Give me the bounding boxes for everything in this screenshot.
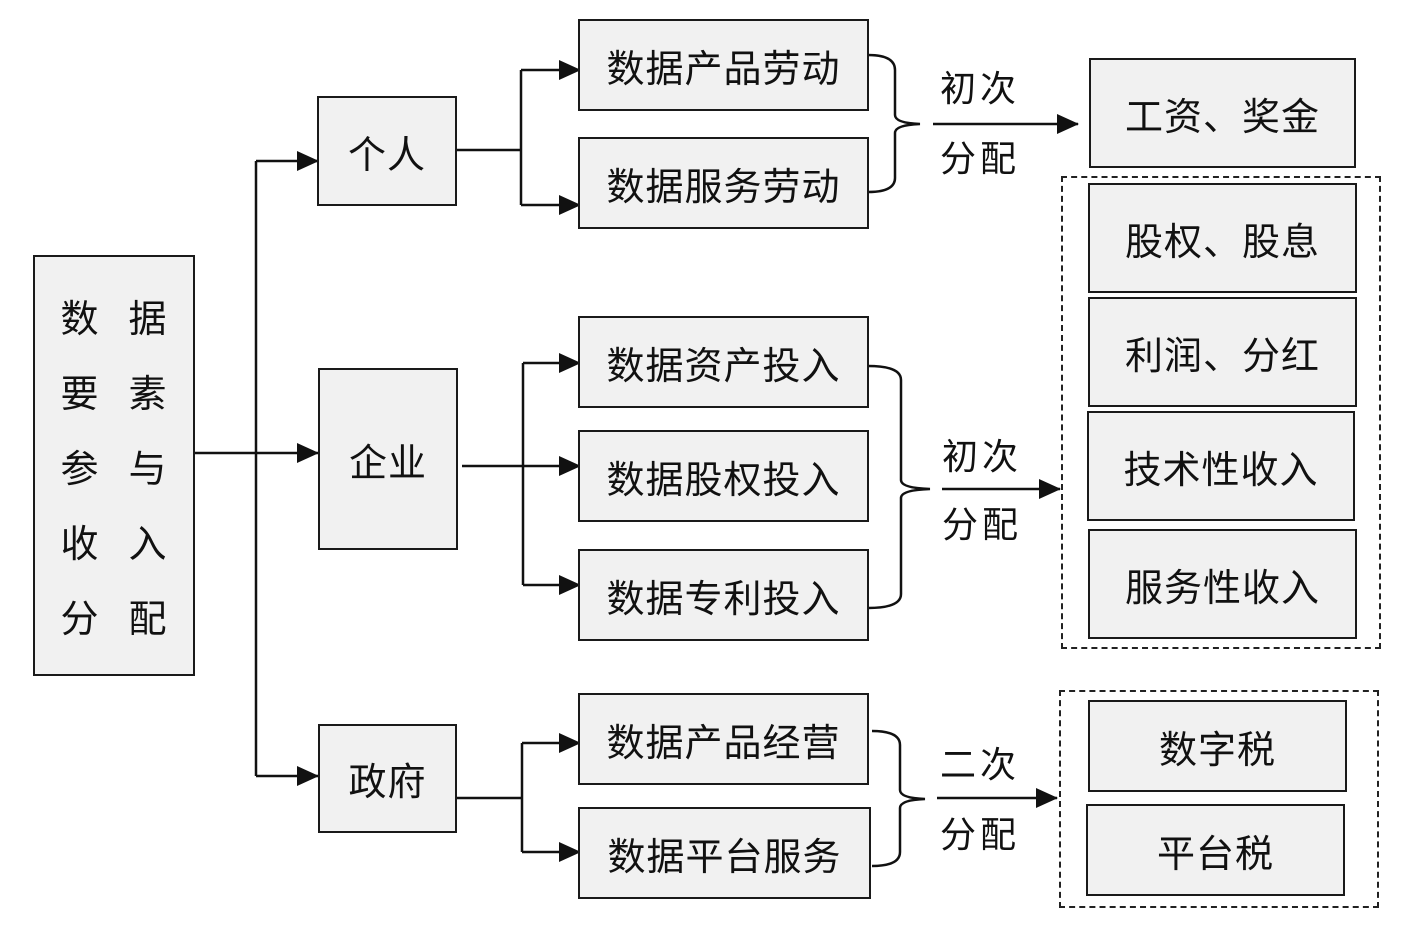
outcome-box: 技术性收入	[1087, 411, 1355, 521]
root-char: 数	[60, 297, 100, 341]
input-box: 数据股权投入	[578, 430, 869, 522]
root-char: 配	[128, 597, 168, 641]
root-char: 与	[128, 447, 168, 491]
actor-government: 政府	[318, 724, 457, 833]
distribution-label-bottom: 分配	[940, 139, 1021, 180]
distribution-label-top: 初次	[940, 69, 1021, 110]
government-branch	[457, 743, 524, 852]
root-char: 参	[60, 447, 100, 491]
outcome-box: 利润、分红	[1088, 297, 1357, 407]
distribution-label-bottom: 分配	[940, 815, 1021, 856]
outcome-box: 数字税	[1088, 700, 1347, 792]
input-box: 数据服务劳动	[578, 137, 869, 229]
individual-branch	[457, 70, 523, 205]
outcome-box: 平台税	[1086, 804, 1345, 896]
government-outcome-group	[1059, 690, 1379, 908]
input-box: 数据专利投入	[578, 549, 869, 641]
root-char: 要	[60, 372, 100, 416]
distribution-label-bottom: 分配	[942, 505, 1023, 546]
root-char: 入	[128, 522, 168, 566]
outcome-box: 工资、奖金	[1089, 58, 1356, 168]
distribution-label-top: 二次	[940, 745, 1021, 786]
input-box: 数据资产投入	[578, 316, 869, 408]
input-box: 数据产品劳动	[578, 19, 869, 111]
enterprise-branch	[462, 363, 525, 585]
actor-individual: 个人	[317, 96, 457, 206]
input-box: 数据平台服务	[578, 807, 871, 899]
brace-government	[871, 729, 926, 868]
actor-enterprise: 企业	[318, 368, 458, 550]
enterprise-outcome-group	[1061, 176, 1381, 649]
root-char: 分	[60, 597, 100, 641]
root-char: 收	[60, 522, 100, 566]
input-box: 数据产品经营	[578, 693, 869, 785]
outcome-box: 服务性收入	[1088, 529, 1357, 639]
root-char: 据	[128, 297, 168, 341]
root-box: 数 据 要 素 参 与 收 入 分 配	[33, 255, 195, 676]
root-char: 素	[128, 372, 168, 416]
brace-enterprise	[867, 364, 931, 610]
outcome-box: 股权、股息	[1088, 183, 1357, 293]
root-text: 数 据 要 素 参 与 收 入 分 配	[46, 278, 182, 653]
distribution-label-top: 初次	[942, 437, 1023, 478]
brace-individual	[867, 53, 921, 194]
